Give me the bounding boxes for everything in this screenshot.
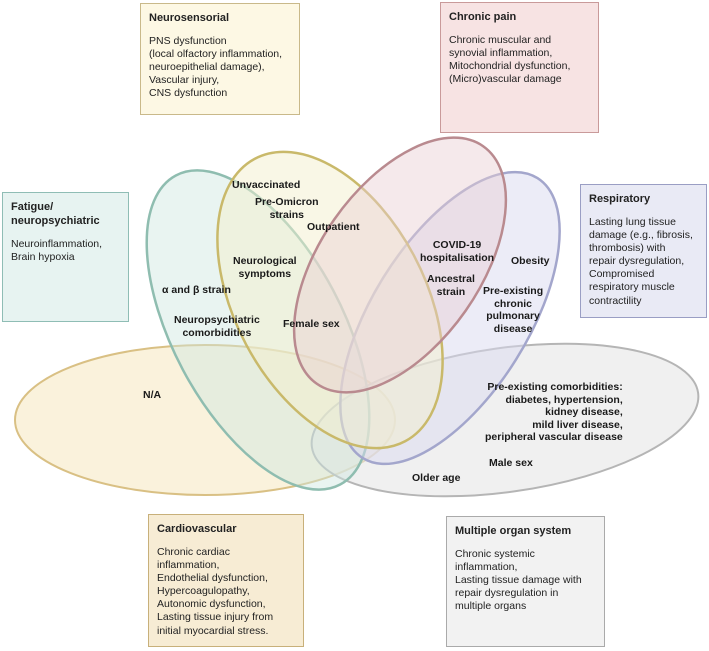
box-line: Endothelial dysfunction, bbox=[157, 572, 268, 584]
label-obesity: Obesity bbox=[511, 255, 550, 267]
box-line: inflammation, bbox=[455, 560, 518, 573]
label-unvaccinated: Unvaccinated bbox=[232, 179, 301, 191]
label-line: strain bbox=[436, 285, 466, 298]
box-line: damage (e.g., fibrosis, bbox=[589, 228, 693, 241]
cardiovascular-box: Cardiovascular Chronic cardiac inflammat… bbox=[148, 514, 304, 647]
label-line: Pre-existing comorbidities: bbox=[487, 381, 623, 393]
box-line: multiple organs bbox=[455, 600, 527, 613]
chronic-pain-title: Chronic pain bbox=[449, 11, 517, 23]
box-line: Lasting lung tissue bbox=[589, 215, 676, 228]
label-line: Neuropsychiatric bbox=[174, 314, 260, 326]
box-line: Mitochondrial dysfunction, bbox=[449, 60, 571, 72]
box-line: synovial inflammation, bbox=[449, 46, 553, 59]
neurosensorial-title: Neurosensorial bbox=[149, 12, 230, 24]
box-line: initial myocardial stress. bbox=[157, 624, 269, 637]
box-line: repair dysregulation, bbox=[589, 255, 685, 268]
chronic-pain-ellipse bbox=[292, 136, 508, 394]
box-line: repair dysregulation in bbox=[455, 587, 559, 600]
neurosensorial-box: Neurosensorial PNS dysfunction (local ol… bbox=[140, 3, 300, 115]
chronic-pain-box: Chronic pain Chronic muscular and synovi… bbox=[440, 2, 599, 133]
label-line: COVID-19 bbox=[432, 239, 482, 251]
fatigue-box: Fatigue/ neuropsychiatric Neuroinflammat… bbox=[2, 192, 129, 322]
label-covid-hospitalisation: COVID-19 hospitalisation bbox=[420, 239, 494, 264]
label-pre-existing-pulmonary: Pre-existing chronic pulmonary disease bbox=[483, 285, 543, 335]
label-ancestral-strain: Ancestral strain bbox=[427, 273, 475, 298]
label-line: Pre-existing bbox=[483, 285, 544, 297]
box-line: contractility bbox=[589, 294, 642, 307]
label-line: pulmonary bbox=[486, 310, 540, 323]
label-line: disease bbox=[493, 322, 533, 335]
box-line: Compromised bbox=[589, 268, 655, 281]
label-line: Pre-Omicron bbox=[255, 196, 319, 208]
label-pre-omicron: Pre-Omicron strains bbox=[255, 196, 319, 221]
multiple-organ-title: Multiple organ system bbox=[455, 525, 572, 537]
title-line: Fatigue/ bbox=[11, 201, 54, 213]
label-line: hospitalisation bbox=[420, 251, 495, 264]
box-line: PNS dysfunction bbox=[149, 34, 227, 47]
box-line: thrombosis) with bbox=[589, 242, 666, 254]
fatigue-title: Fatigue/ neuropsychiatric bbox=[11, 201, 120, 229]
label-na: N/A bbox=[143, 389, 162, 401]
label-line: Ancestral bbox=[427, 273, 475, 285]
label-line: symptoms bbox=[238, 267, 292, 280]
box-line: Lasting tissue damage with bbox=[455, 574, 582, 586]
label-alpha-beta-strain: α and β strain bbox=[162, 284, 231, 296]
label-neurological-symptoms: Neurological symptoms bbox=[233, 255, 297, 280]
label-line: mild liver disease, bbox=[532, 418, 623, 431]
box-line: Chronic systemic bbox=[455, 547, 535, 560]
label-line: comorbidities bbox=[182, 326, 252, 339]
box-line: respiratory muscle bbox=[589, 281, 675, 294]
respiratory-title: Respiratory bbox=[589, 193, 651, 205]
label-outpatient: Outpatient bbox=[307, 221, 360, 233]
box-line: Hypercoagulopathy, bbox=[157, 585, 250, 598]
box-line: Lasting tissue injury from bbox=[157, 611, 274, 624]
box-line: Neuroinflammation, bbox=[11, 237, 103, 250]
label-female-sex: Female sex bbox=[283, 318, 340, 330]
respiratory-box: Respiratory Lasting lung tissue damage (… bbox=[580, 184, 707, 318]
neurosensorial-ellipse bbox=[216, 150, 444, 450]
label-neuropsychiatric-comorbidities: Neuropsychiatric comorbidities bbox=[174, 314, 260, 339]
box-line: Brain hypoxia bbox=[11, 250, 75, 263]
label-line: Neurological bbox=[233, 255, 297, 267]
title-line: neuropsychiatric bbox=[11, 214, 100, 227]
label-line: strains bbox=[269, 208, 305, 221]
label-line: chronic bbox=[494, 297, 533, 310]
label-line: diabetes, hypertension, bbox=[505, 393, 623, 406]
box-line: Vascular injury, bbox=[149, 74, 220, 87]
label-male-sex: Male sex bbox=[489, 457, 533, 469]
box-line: neuroepithelial damage), bbox=[149, 61, 265, 73]
box-line: (Micro)vascular damage bbox=[449, 73, 562, 86]
box-line: Autonomic dysfunction, bbox=[157, 598, 266, 611]
label-line: kidney disease, bbox=[545, 406, 623, 419]
label-older-age: Older age bbox=[412, 472, 461, 484]
multiple-organ-box: Multiple organ system Chronic systemic i… bbox=[446, 516, 605, 647]
box-line: CNS dysfunction bbox=[149, 87, 228, 100]
box-line: Chronic muscular and bbox=[449, 33, 552, 46]
label-pre-existing-comorbidities: Pre-existing comorbidities: diabetes, hy… bbox=[485, 381, 623, 444]
box-line: (local olfactory inflammation, bbox=[149, 47, 283, 60]
cardiovascular-title: Cardiovascular bbox=[157, 523, 237, 535]
label-line: peripheral vascular disease bbox=[485, 431, 623, 444]
box-line: Chronic cardiac inflammation, bbox=[157, 545, 230, 571]
